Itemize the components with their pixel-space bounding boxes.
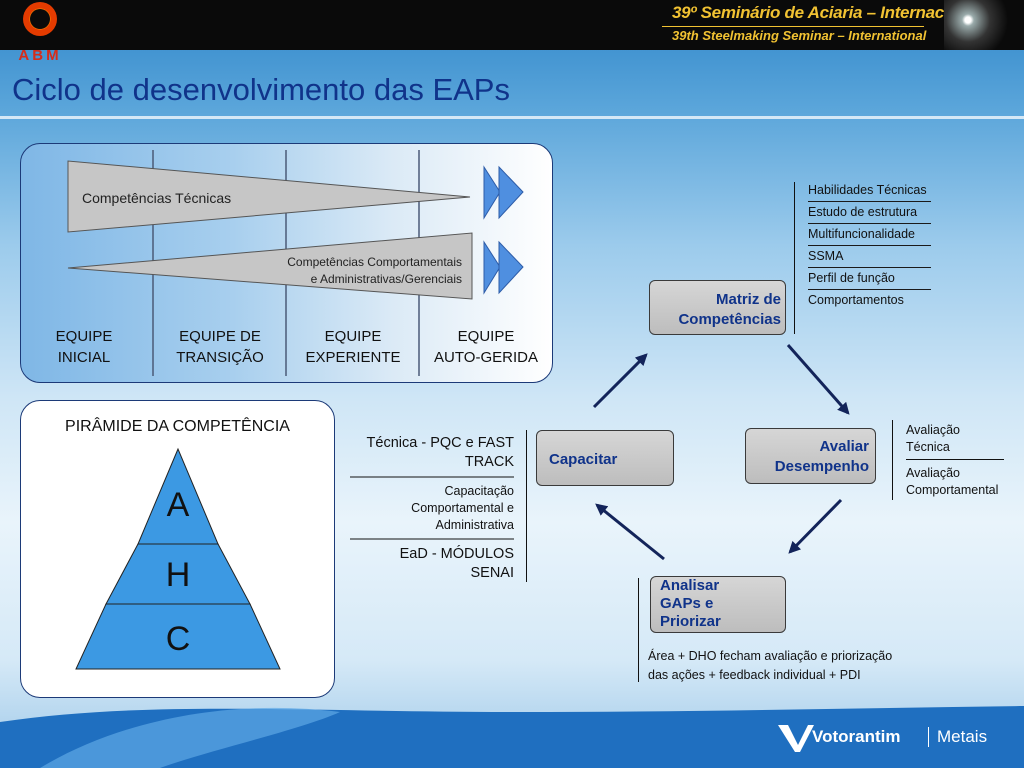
team-self-managed-label: EQUIPE AUTO-GERIDA <box>434 328 538 366</box>
matriz-item: Estudo de estrutura <box>808 202 931 224</box>
behavioral-competencies-label-line2: e Administrativas/Gerenciais <box>310 272 462 286</box>
votorantim-v-logo-icon <box>778 725 814 752</box>
behavioral-wedge <box>67 232 473 300</box>
votorantim-name: Votorantim <box>812 727 901 746</box>
abm-logo-text: ABM <box>18 47 62 64</box>
votorantim-division: Metais <box>928 727 987 747</box>
node-avaliar-desempenho: Avaliar Desempenho <box>745 428 876 484</box>
team-transition-label: EQUIPE DE TRANSIÇÃO <box>176 328 264 366</box>
arrow-avaliar-to-analisar <box>788 498 843 554</box>
node-analisar-gaps: Analisar GAPs e Priorizar <box>650 576 786 633</box>
abm-flame-ring-icon <box>23 2 57 36</box>
arrow-matriz-to-avaliar <box>786 344 850 415</box>
pyramid-level-h: H <box>165 556 191 594</box>
chevron-right-icon <box>498 240 524 295</box>
matriz-items-list: Habilidades Técnicas Estudo de estrutura… <box>808 180 931 311</box>
chevron-right-icon <box>498 165 524 220</box>
chevron-right-icon <box>483 165 501 220</box>
matriz-bracket <box>794 182 795 334</box>
seminar-art-image <box>944 0 1024 50</box>
footer-wave-light <box>40 707 340 768</box>
technical-competencies-label: Competências Técnicas <box>82 190 232 206</box>
page-title: Ciclo de desenvolvimento das EAPs <box>12 72 510 107</box>
avaliar-item-behavioral: Avaliação Comportamental <box>906 466 999 497</box>
avaliar-item-technical: Avaliação Técnica <box>906 423 960 454</box>
team-initial-label: EQUIPE INICIAL <box>55 328 113 366</box>
matriz-item: SSMA <box>808 246 931 268</box>
training-bracket <box>526 430 527 582</box>
avaliar-bracket <box>892 420 893 500</box>
matriz-item: Multifuncionalidade <box>808 224 931 246</box>
node-capacitar: Capacitar <box>536 430 674 486</box>
seminar-title-pt: 39º Seminário de Aciaria – Internacional <box>672 3 983 22</box>
matriz-item: Habilidades Técnicas <box>808 180 931 202</box>
matriz-item: Comportamentos <box>808 293 904 307</box>
analisar-note: Área + DHO fecham avaliação e priorizaçã… <box>648 649 893 682</box>
avaliar-divider <box>906 459 1004 460</box>
training-behavioral: Capacitação Comportamental e Administrat… <box>411 484 514 532</box>
matriz-item: Perfil de função <box>808 268 931 290</box>
behavioral-competencies-label-line1: Competências Comportamentais <box>287 255 462 269</box>
team-experienced-label: EQUIPE EXPERIENTE <box>305 328 401 366</box>
abm-logo: ABM <box>14 2 66 66</box>
technical-wedge <box>67 160 471 233</box>
seminar-divider <box>662 26 924 27</box>
arrow-capacitar-to-matriz <box>592 353 648 409</box>
pyramid-level-bottom <box>75 603 281 670</box>
pyramid-level-a: A <box>166 486 190 524</box>
seminar-title-en: 39th Steelmaking Seminar – International <box>672 28 927 43</box>
training-technical: Técnica - PQC e FAST TRACK <box>366 435 514 470</box>
title-divider <box>0 116 1024 119</box>
pyramid-level-c: C <box>165 620 191 658</box>
seminar-banner: 39º Seminário de Aciaria – Internacional… <box>656 3 982 47</box>
arrow-analisar-to-capacitar <box>595 503 665 561</box>
header-bar <box>0 0 1024 50</box>
chevron-right-icon <box>483 240 501 295</box>
analisar-bracket <box>638 578 639 682</box>
pyramid-title: PIRÂMIDE DA COMPETÊNCIA <box>65 418 290 435</box>
node-matriz-competencias: Matriz de Competências <box>649 280 786 335</box>
training-ead: EaD - MÓDULOS SENAI <box>399 546 514 581</box>
